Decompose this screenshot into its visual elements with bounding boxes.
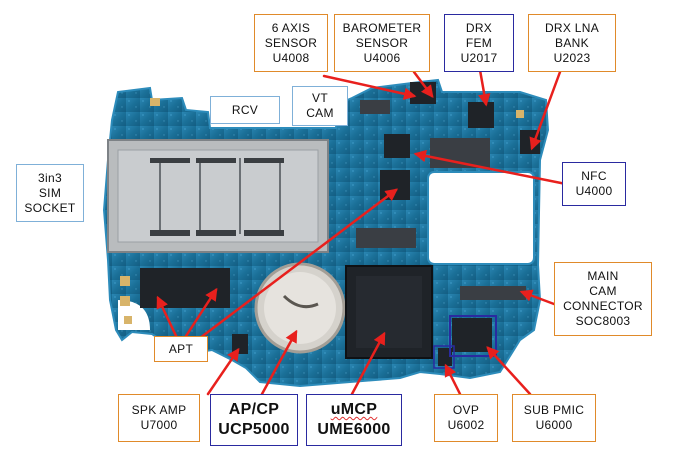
label-line: DRX	[465, 20, 493, 35]
arrow-nfc	[413, 149, 568, 186]
label-line: U6002	[447, 418, 485, 432]
label-line: U6000	[535, 418, 573, 432]
arrow-six-axis	[322, 74, 417, 100]
label-apt: APT	[154, 336, 208, 362]
label-line: APT	[168, 341, 194, 356]
arrow-spk-amp	[206, 347, 240, 396]
label-line: NFC	[581, 169, 607, 183]
label-line: U2023	[553, 50, 591, 65]
label-line: CAM	[589, 284, 617, 298]
label-umcp: uMCP UME6000	[306, 394, 402, 446]
label-line: 6 AXIS	[271, 20, 311, 35]
arrow-ovp	[444, 363, 462, 396]
label-line: BAROMETER	[342, 20, 422, 35]
arrow-apt-3	[198, 188, 398, 340]
label-line: VT	[312, 91, 328, 105]
label-line: FEM	[465, 35, 493, 50]
label-line: U2017	[460, 50, 498, 65]
label-line: SENSOR	[355, 35, 409, 50]
label-line: BANK	[555, 35, 589, 50]
label-rcv: RCV	[210, 96, 280, 124]
label-line: CONNECTOR	[563, 299, 643, 313]
arrow-main-cam	[519, 289, 556, 306]
board-cutout	[427, 171, 535, 265]
label-line: SOCKET	[24, 200, 76, 215]
arrow-umcp	[350, 331, 386, 396]
arrow-barometer	[412, 70, 434, 98]
label-ap-cp: AP/CP UCP5000	[210, 394, 298, 446]
label-line: 3in3	[38, 170, 62, 185]
arrow-drx-fem	[478, 68, 491, 107]
label-line: RCV	[231, 102, 259, 117]
label-line: U4006	[363, 50, 401, 65]
label-line: UME6000	[317, 421, 391, 438]
label-line: SUB PMIC	[523, 403, 585, 417]
arrow-apt-1	[156, 295, 180, 342]
label-line: AP/CP	[228, 401, 280, 418]
arrow-apt-2	[184, 287, 218, 338]
arrow-sub-pmic	[486, 346, 532, 396]
label-line: SENSOR	[264, 35, 318, 50]
label-line: UCP5000	[218, 421, 290, 438]
label-line: OVP	[452, 403, 480, 417]
arrow-drx-lna	[529, 70, 562, 151]
label-line: U4000	[575, 184, 613, 198]
label-line: U7000	[140, 418, 178, 432]
label-line: uMCP	[330, 401, 378, 418]
label-line: SIM	[38, 185, 62, 200]
label-line: CAM	[306, 106, 334, 120]
label-line: MAIN	[587, 269, 619, 283]
label-line: SOC8003	[575, 314, 631, 328]
label-line: SPK AMP	[131, 403, 187, 417]
label-line: U4008	[272, 50, 310, 65]
label-line: DRX LNA	[544, 20, 600, 35]
arrow-ap-cp	[260, 329, 298, 396]
